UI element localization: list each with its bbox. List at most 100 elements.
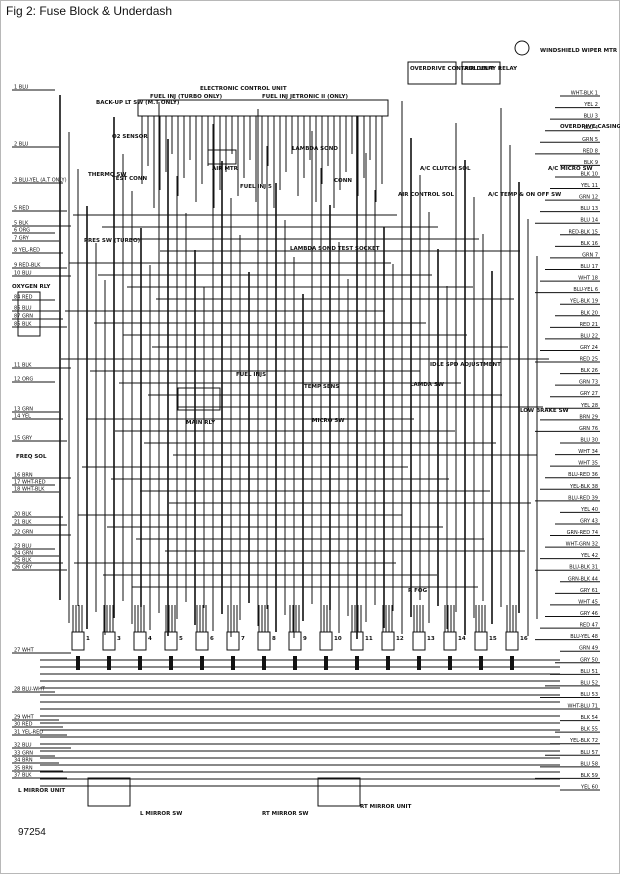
- bottom-connector-body: [350, 631, 364, 651]
- air-delay-relay-box: [461, 61, 501, 85]
- ecu-connector: [137, 99, 389, 117]
- right-wire-label: BLK 26: [581, 368, 598, 374]
- right-wire-label: BRN 29: [579, 414, 598, 420]
- component-label-ac-micro-sw: A/C MICRO SW: [548, 166, 593, 172]
- oxygen-relay-box: [17, 291, 41, 337]
- left-wire-label: 24 GRN: [14, 551, 33, 557]
- right-wire-label: YEL-BLK 19: [569, 299, 598, 305]
- bottom-connector-pin: [293, 656, 297, 670]
- figure-caption: Fig 2: Fuse Block & Underdash: [6, 4, 173, 18]
- component-label-fuel-inj-jetronic: FUEL INJ JETRONIC II (ONLY): [262, 94, 349, 100]
- left-wire-label: 11 BLK: [14, 363, 32, 369]
- bottom-connector-number: 6: [210, 636, 214, 642]
- bottom-connector-pin: [417, 656, 421, 670]
- component-label-backup-lt-sw: BACK-UP LT SW (M.T ONLY): [96, 100, 180, 106]
- left-wire-label: 7 GRY: [14, 236, 30, 242]
- bottom-connector-number: 13: [427, 636, 435, 642]
- bottom-connector-number: 10: [334, 636, 342, 642]
- right-wire-label: BLU 4: [584, 125, 598, 131]
- component-label-test-conn: TEST CONN: [112, 176, 147, 182]
- left-wire-label: 29 WHT: [14, 715, 35, 721]
- right-wire-label: YEL 42: [580, 553, 598, 559]
- right-wire-label: YEL 40: [580, 507, 598, 513]
- left-wire-label: 16 BRN: [14, 473, 33, 479]
- left-wire-label: 5 BLK: [14, 221, 29, 227]
- right-wire-label: BLK 16: [581, 241, 598, 247]
- bottom-connector-pin: [231, 656, 235, 670]
- right-wire-label: GRY 46: [580, 611, 598, 617]
- left-wire-label: 1 BLU: [14, 85, 29, 91]
- left-wire-label: 18 WHT-BLK: [14, 487, 45, 493]
- right-wire-label: BLU-RED 36: [568, 472, 598, 478]
- bottom-connector-body: [195, 631, 209, 651]
- left-wire-label: 27 WHT: [14, 648, 35, 654]
- left-wire-label: 32 BLU: [14, 743, 32, 749]
- left-wire-label: 85 BLK: [14, 322, 32, 328]
- left-wire-label: 14 YEL: [14, 414, 31, 420]
- right-wire-label: WHT 35: [578, 461, 598, 467]
- component-label-o2-sensor: O2 SENSOR: [112, 134, 148, 140]
- component-label-ac-clutch-sol: A/C CLUTCH SOL: [420, 166, 471, 172]
- component-label-ac-temp-sw: A/C TEMP & ON OFF SW: [488, 192, 561, 198]
- bottom-connector-number: 11: [365, 636, 373, 642]
- right-wire-label: BLU 22: [580, 333, 598, 339]
- left-wire-label: 8 YEL-RED: [14, 248, 40, 254]
- right-wire-label: RED 21: [580, 322, 598, 328]
- component-label-rt-mirror-unit: RT MIRROR UNIT: [360, 804, 412, 810]
- bottom-connector-number: 5: [179, 636, 183, 642]
- right-wire-label: WHT-BLK 1: [571, 91, 598, 97]
- component-label-main-rly: MAIN RLY: [186, 420, 216, 426]
- bottom-connector-body: [133, 631, 147, 651]
- component-label-lambda-sond: LAMBDA SOND: [292, 146, 338, 152]
- overdrive-unit-box: [407, 61, 457, 85]
- bottom-connector-number: 3: [117, 636, 121, 642]
- bottom-connector-number: 1: [86, 636, 90, 642]
- bottom-connector-body: [319, 631, 333, 651]
- right-wire-label: YEL-BLK 72: [569, 738, 598, 744]
- bottom-connector-pin: [76, 656, 80, 670]
- right-wire-label: GRY 61: [580, 588, 598, 594]
- component-label-air-delay-relay: AIR DELAY RELAY: [464, 66, 518, 72]
- right-wire-label: GRN 49: [579, 646, 598, 652]
- left-wire-label: 37 BLK: [14, 773, 32, 779]
- bottom-connector-number: 9: [303, 636, 307, 642]
- right-wire-label: WHT-GRN 32: [566, 542, 598, 548]
- bottom-connector-number: 12: [396, 636, 404, 642]
- bottom-connector-pin: [107, 656, 111, 670]
- rt-mirror-sw-block: [317, 777, 361, 807]
- bottom-connector-number: 7: [241, 636, 245, 642]
- right-wire-label: GRN-BLK 44: [568, 576, 598, 582]
- wiper-motor-symbol: [514, 40, 530, 56]
- right-wire-label: BLK 10: [581, 171, 598, 177]
- left-wire-label: 2 BLU: [14, 142, 29, 148]
- right-wire-label: BLU 51: [580, 669, 598, 675]
- right-wire-label: RED 47: [580, 623, 598, 629]
- right-wire-label: BLU 3: [584, 114, 598, 120]
- bottom-connector-number: 8: [272, 636, 276, 642]
- bottom-connector-pin: [200, 656, 204, 670]
- bottom-connector-number: 4: [148, 636, 152, 642]
- right-wire-label: RED-BLK 15: [568, 229, 598, 235]
- main-relay-box: [177, 387, 221, 411]
- left-wire-label: 17 WHT-RED: [14, 480, 46, 486]
- right-wire-label: RED 25: [580, 357, 598, 363]
- left-wire-label: 30 RED: [14, 722, 33, 728]
- wire-bundle: [12, 40, 600, 807]
- bottom-connector-pin: [386, 656, 390, 670]
- component-label-idle-spd: IDLE SPD ADJUSTMENT: [430, 362, 501, 368]
- right-wire-label: BLK 59: [581, 773, 598, 779]
- right-wire-label: GRY 27: [580, 391, 598, 397]
- component-label-lambda-sond-test: LAMBDA SOND TEST SOCKET: [290, 246, 380, 252]
- component-label-overdrive-casing-sw: OVERDRIVE CASING SW: [560, 124, 620, 130]
- right-wire-label: BLU 30: [580, 438, 598, 444]
- bottom-connector-number: 16: [520, 636, 528, 642]
- bottom-connector-body: [443, 631, 457, 651]
- right-wire-label: BLU 13: [580, 206, 598, 212]
- right-wire-label: GRY 24: [580, 345, 598, 351]
- left-wire-label: 15 GRY: [14, 436, 33, 442]
- right-wire-label: BLU 58: [580, 761, 598, 767]
